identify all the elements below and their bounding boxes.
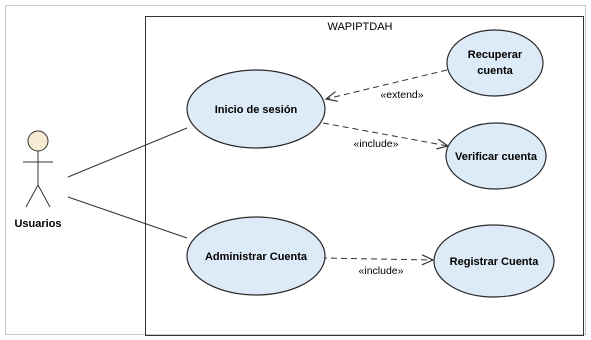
use-case-label: Registrar Cuenta [450, 256, 540, 268]
actor-usuarios[interactable]: Usuarios [14, 130, 62, 230]
extend-label: «extend» [380, 89, 423, 101]
use-case-label: Verificar cuenta [455, 151, 538, 163]
system-boundary [145, 16, 584, 336]
outer-frame [5, 5, 586, 335]
use-case-verificar-cuenta[interactable]: Verificar cuenta [445, 122, 547, 190]
use-case-recuperar-cuenta[interactable]: Recuperar cuenta [446, 29, 544, 97]
use-case-administrar-cuenta[interactable]: Administrar Cuenta [186, 216, 326, 296]
use-case-ellipse [446, 29, 544, 97]
extend-arrow [324, 69, 448, 102]
use-case-ellipse [445, 122, 547, 190]
use-case-ellipse [433, 224, 555, 298]
include-label: «include» [354, 138, 399, 150]
use-case-label: Administrar Cuenta [205, 251, 308, 263]
use-case-label: Inicio de sesión [215, 104, 298, 116]
use-case-label: Recuperar [468, 49, 523, 61]
actor-left-leg [25, 184, 39, 208]
include-arrow [322, 122, 450, 150]
use-case-ellipse [186, 69, 326, 149]
system-title: WAPIPTDAH [328, 21, 393, 33]
use-case-label: cuenta [477, 65, 513, 77]
association-line [67, 196, 188, 239]
actor-right-leg [37, 184, 51, 208]
include-arrow [320, 254, 435, 266]
use-case-inicio-de-sesion[interactable]: Inicio de sesión [186, 69, 326, 149]
use-case-ellipse [186, 216, 326, 296]
use-case-registrar-cuenta[interactable]: Registrar Cuenta [433, 224, 555, 298]
association-line [67, 127, 188, 178]
actor-head [27, 130, 49, 152]
include-label: «include» [359, 265, 404, 277]
actor-label: Usuarios [14, 218, 61, 230]
